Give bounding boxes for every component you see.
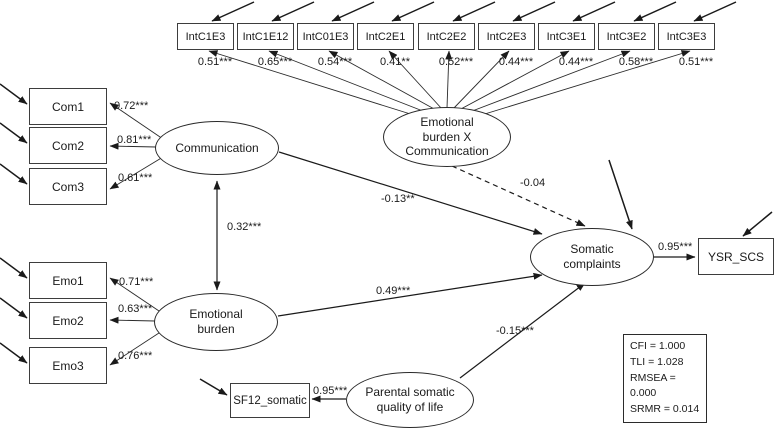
loading-label: 0.61*** <box>118 172 153 184</box>
loading-label: 0.71*** <box>119 276 154 288</box>
path-coefficient-parental-to-somatic: -0.15*** <box>496 325 534 337</box>
loading-label: 0.76*** <box>118 350 153 362</box>
structural-paths <box>213 151 696 403</box>
loading-label: 0.72*** <box>114 100 149 112</box>
latent-label: Emotional burden X Communication <box>405 115 489 159</box>
indicator-box-emo3: Emo3 <box>29 347 107 384</box>
indicator-box-intc2e1: IntC2E1 <box>357 23 414 50</box>
communication-factor-loading-paths <box>109 102 164 190</box>
indicator-label: Emo2 <box>52 313 84 328</box>
indicator-label: IntC3E1 <box>546 30 587 43</box>
model-fit-box: CFI = 1.000 TLI = 1.028 RMSEA = 0.000 SR… <box>623 334 707 423</box>
path-coefficient-emo-to-somatic: 0.49*** <box>376 285 411 297</box>
latent-emotional-burden: Emotional burden <box>154 293 278 351</box>
indicator-label: IntC3E2 <box>606 30 647 43</box>
fit-statistic-tli: TLI = 1.028 <box>630 355 684 368</box>
indicator-label: IntC3E3 <box>666 30 707 43</box>
loading-label: 0.51*** <box>197 56 233 68</box>
latent-interaction: Emotional burden X Communication <box>383 107 511 167</box>
interaction-factor-loading-paths <box>208 50 691 118</box>
indicator-label: Com3 <box>51 179 84 194</box>
indicator-label: Com1 <box>51 99 84 114</box>
error-arrows <box>0 1 773 396</box>
indicator-box-intc3e3: IntC3E3 <box>658 23 715 50</box>
indicator-box-com1: Com1 <box>29 88 107 125</box>
path-coefficient-interaction-to-somatic: -0.04 <box>520 177 546 189</box>
observed-box-sf12-somatic: SF12_somatic <box>230 383 310 418</box>
indicator-box-intc2e2: IntC2E2 <box>418 23 475 50</box>
latent-somatic-complaints: Somatic complaints <box>530 228 654 286</box>
loading-label: 0.51*** <box>678 56 714 68</box>
loading-label: 0.44*** <box>558 56 594 68</box>
loading-label: 0.63*** <box>118 303 153 315</box>
indicator-box-emo2: Emo2 <box>29 302 107 339</box>
loading-label: 0.54*** <box>317 56 353 68</box>
indicator-box-com2: Com2 <box>29 127 107 164</box>
observed-label: SF12_somatic <box>233 394 307 407</box>
indicator-box-intc1e3: IntC1E3 <box>177 23 234 50</box>
emotional-burden-factor-loading-paths <box>109 277 163 366</box>
indicator-label: Emo3 <box>52 358 84 373</box>
latent-communication: Communication <box>155 121 279 175</box>
indicator-box-intc3e2: IntC3E2 <box>598 23 655 50</box>
indicator-label: Com2 <box>51 138 84 153</box>
latent-label: Communication <box>175 140 259 155</box>
fit-statistic-rmsea: RMSEA = 0.000 <box>630 371 676 400</box>
indicator-box-intc01e3: IntC01E3 <box>297 23 354 50</box>
fit-statistic-cfi: CFI = 1.000 <box>630 340 686 352</box>
loading-label: 0.41** <box>380 56 410 68</box>
path-coefficient-parental-to-sf12: 0.95*** <box>313 385 348 397</box>
loading-label: 0.81*** <box>117 134 152 146</box>
indicator-box-intc2e3: IntC2E3 <box>478 23 535 50</box>
indicator-label: Emo1 <box>52 273 84 288</box>
observed-label: YSR_SCS <box>707 249 765 264</box>
fit-statistic-srmr: SRMR = 0.014 <box>630 403 700 415</box>
indicator-box-intc1e12: IntC1E12 <box>237 23 294 50</box>
indicator-box-com3: Com3 <box>29 168 107 205</box>
indicator-label: IntC2E2 <box>426 30 467 43</box>
indicator-box-intc3e1: IntC3E1 <box>538 23 595 50</box>
indicator-label: IntC1E3 <box>185 30 226 43</box>
loading-label: 0.58*** <box>618 56 654 68</box>
indicator-box-emo1: Emo1 <box>29 262 107 299</box>
indicator-label: IntC2E1 <box>365 30 406 43</box>
indicator-label: IntC1E12 <box>242 30 289 43</box>
latent-label: Somatic complaints <box>563 242 621 271</box>
indicator-label: IntC2E3 <box>486 30 527 43</box>
latent-label: Parental somatic quality of life <box>365 385 455 414</box>
latent-parental-somatic-qol: Parental somatic quality of life <box>346 372 474 428</box>
latent-label: Emotional burden <box>189 307 243 336</box>
loading-label: 0.44*** <box>498 56 534 68</box>
loading-label: 0.52*** <box>438 56 474 68</box>
observed-box-ysr-scs: YSR_SCS <box>698 238 774 275</box>
path-coefficient-somatic-to-ysr: 0.95*** <box>658 241 693 253</box>
indicator-label: IntC01E3 <box>302 30 349 43</box>
path-coefficient-com-to-somatic: -0.13** <box>381 193 415 205</box>
loading-label: 0.65*** <box>257 56 293 68</box>
covariance-coefficient-com-emo: 0.32*** <box>227 221 262 233</box>
